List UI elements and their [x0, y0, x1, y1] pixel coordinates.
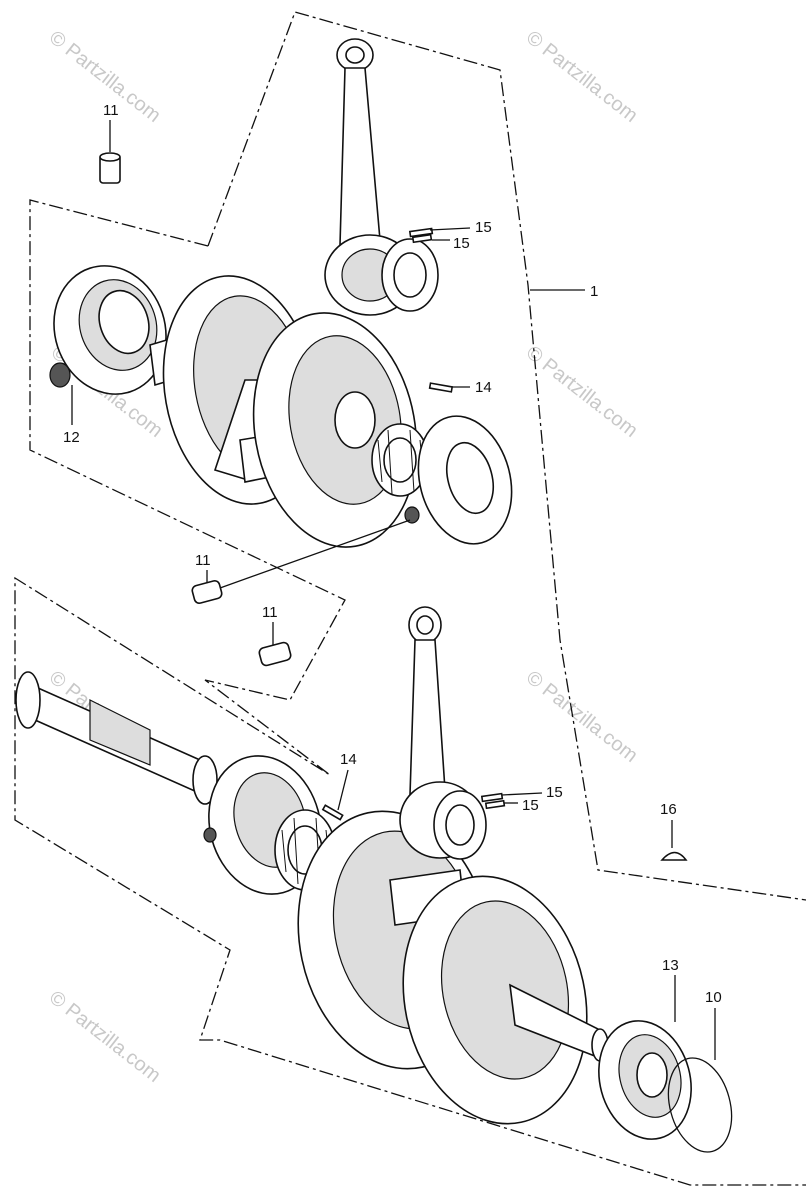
upper-crank-assembly — [49, 265, 513, 548]
callout-11-lower: 11 — [262, 604, 278, 621]
assembly-boundary — [14, 11, 806, 1186]
bearing-12 — [49, 265, 167, 395]
dowel-pin-11-middle — [191, 580, 223, 604]
pin-14-upper — [428, 382, 454, 393]
watermark-6: © Partzilla.com — [522, 667, 642, 767]
flywheel-lower-right — [402, 875, 588, 1125]
bearing-13 — [598, 1020, 692, 1140]
watermark-7: © Partzilla.com — [45, 987, 165, 1087]
callout-labels: 11 15 15 1 14 12 11 11 14 15 15 16 13 10 — [63, 102, 722, 1006]
needle-bearing-upper — [371, 423, 429, 497]
small-parts — [321, 227, 688, 861]
callout-10: 10 — [705, 989, 722, 1006]
key-15d — [484, 799, 506, 810]
callout-14-lower: 14 — [340, 751, 357, 768]
callout-1: 1 — [590, 283, 598, 300]
connecting-rod-upper — [324, 38, 439, 316]
watermark-4: © Partzilla.com — [522, 342, 642, 442]
lower-crank-assembly — [15, 671, 733, 1153]
key-15c — [480, 792, 504, 803]
callout-15-b: 15 — [453, 235, 470, 252]
flywheel-upper-right — [252, 312, 418, 548]
key-15b — [411, 233, 433, 244]
watermark-2: © Partzilla.com — [522, 27, 642, 127]
callout-15-d: 15 — [522, 797, 539, 814]
key-15a — [408, 227, 434, 238]
key-16 — [660, 851, 688, 861]
pin-14-lower — [321, 804, 344, 821]
dowel-pin-11-lower — [258, 641, 292, 667]
crank-ring-upper — [404, 415, 513, 545]
callout-13: 13 — [662, 957, 679, 974]
bearing-lower-left — [203, 755, 322, 895]
callout-12: 12 — [63, 429, 80, 446]
callout-11-top: 11 — [103, 102, 119, 119]
dowel-pin-11-top — [99, 152, 121, 184]
callout-14-upper: 14 — [475, 379, 492, 396]
dowel-pins-11 — [99, 152, 292, 667]
callout-16: 16 — [660, 801, 677, 818]
callout-15-c: 15 — [546, 784, 563, 801]
shaft-lower-left — [15, 671, 218, 805]
connecting-rod-lower — [399, 606, 487, 860]
callout-11-middle: 11 — [195, 552, 211, 569]
leader-lines — [71, 120, 716, 1060]
circlip-10 — [667, 1057, 733, 1153]
callout-15-a: 15 — [475, 219, 492, 236]
